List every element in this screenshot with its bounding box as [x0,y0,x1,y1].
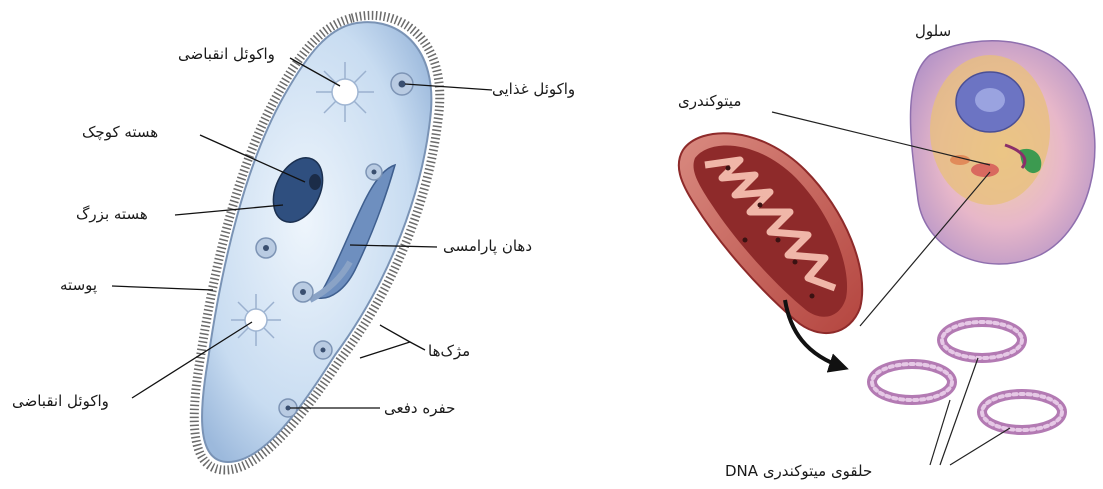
label-anal-pore: حفره دفعی [384,399,455,417]
contractile-vacuole-bottom [231,294,281,346]
label-oral-groove: دهان پارامسی [443,237,532,255]
mito-dna-rings [872,322,1062,430]
mitochondrion [679,133,862,333]
label-cilia: مژک‌ها [428,342,470,360]
label-mito-dna: DNA حلقوی میتوکندری [725,462,872,480]
contractile-vacuole-top [316,62,374,122]
label-pellicle: پوسته [60,276,97,294]
label-contractile-vacuole-bottom: واکوئل انقباضی [12,392,109,410]
label-cell: سلول [915,22,951,40]
label-mitochondrion: میتوکندری [678,92,741,110]
label-macronucleus: هسته بزرگ [76,205,148,223]
label-contractile-vacuole-top: واکوئل انقباضی [178,45,275,63]
label-micronucleus: هسته کوچک [82,123,158,141]
micronucleus [309,174,321,190]
label-food-vacuole: واکوئل غذایی [492,80,575,98]
